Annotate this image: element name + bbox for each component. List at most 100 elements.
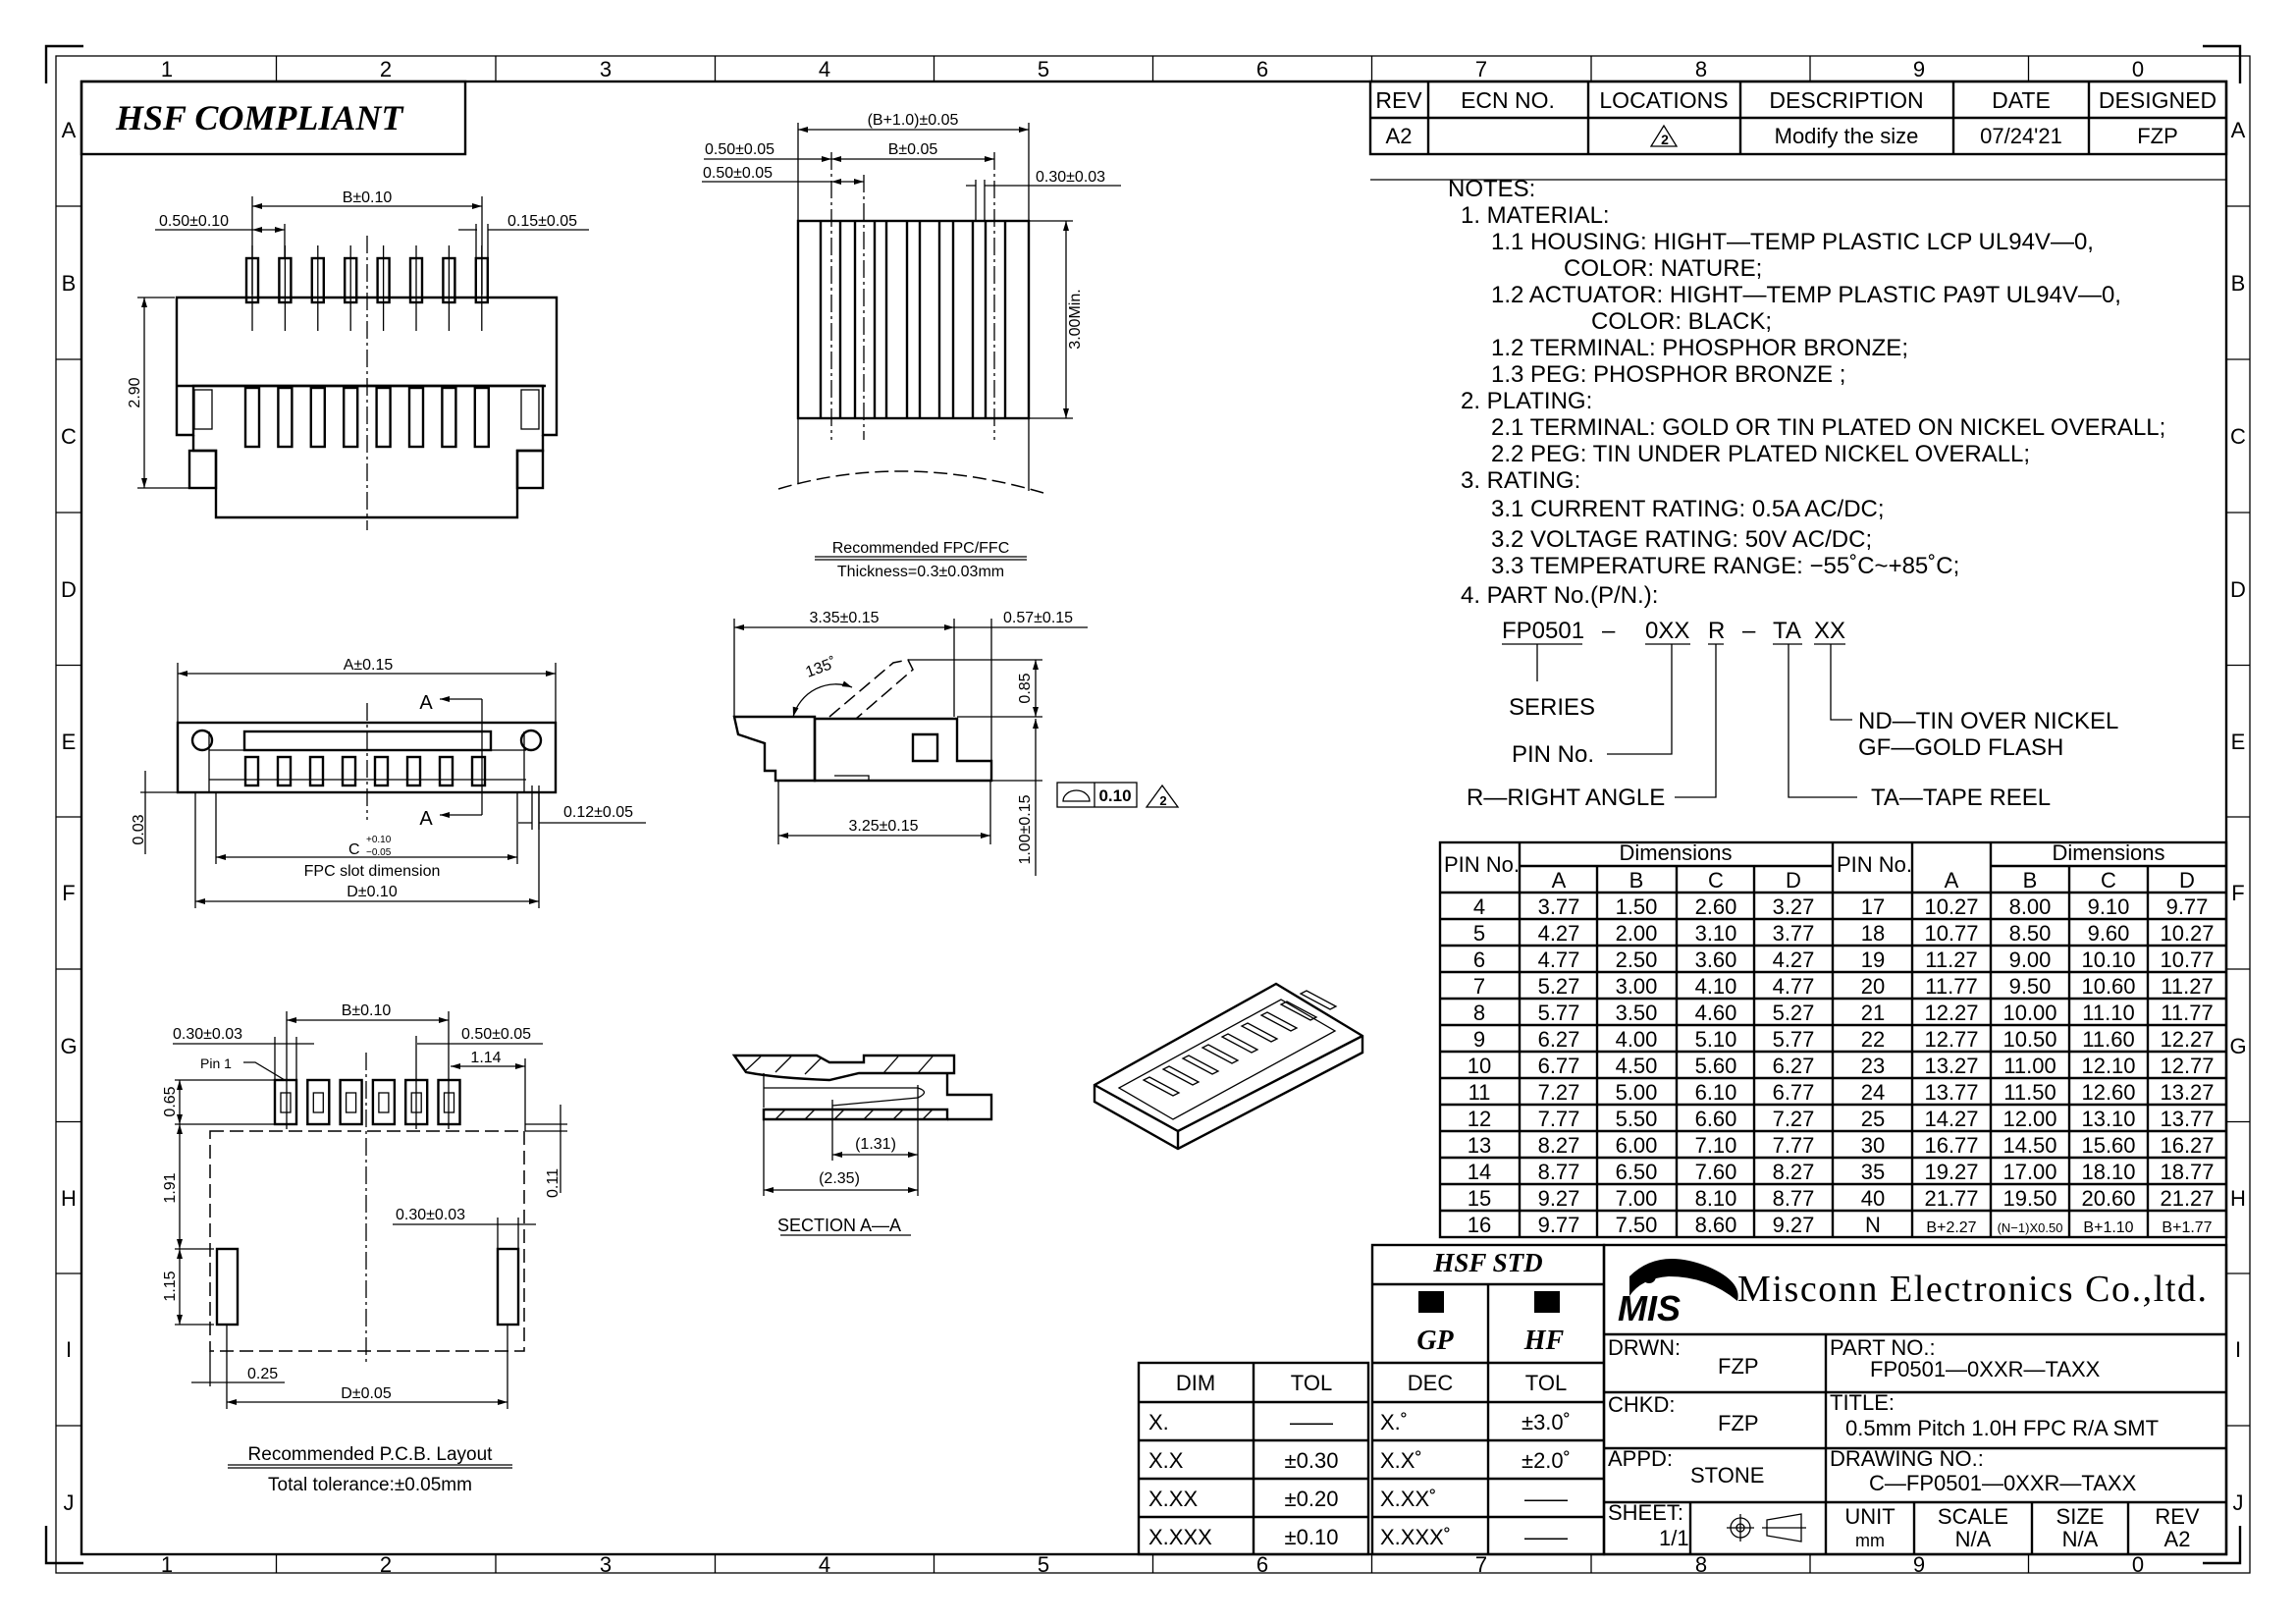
dec-cell: X.XX˚ (1380, 1487, 1436, 1511)
dec-cell: X.˚ (1380, 1410, 1408, 1435)
date-value: 07/24'21 (1980, 124, 2062, 148)
fpc-drawing: (B+1.0)±0.05 0.50±0.05 B±0.05 0.50±0.05 … (702, 112, 1121, 580)
iso-terminal (1299, 990, 1338, 1010)
side-height-dim: 1.00±0.15 (1017, 794, 1034, 864)
section-d2-dim: (2.35) (819, 1170, 860, 1187)
table-cell: 7.50 (1616, 1213, 1658, 1237)
profile-icon (1062, 789, 1091, 802)
note-1-2-color: COLOR: BLACK; (1591, 308, 1772, 335)
table-cell: B+1.10 (2083, 1219, 2133, 1236)
pcb-pad-inner (312, 1092, 324, 1113)
table-cell: 7.00 (1616, 1186, 1658, 1211)
top-b-dim: B±0.10 (343, 189, 393, 206)
dec-header: DEC (1408, 1371, 1454, 1395)
table-cell: 8.77 (1773, 1186, 1815, 1211)
sheet-value: 1/1 (1659, 1526, 1689, 1550)
table-cell: 11.77 (2161, 1001, 2213, 1025)
part-no-label: PART NO.: (1830, 1335, 1936, 1360)
note-4: 4. PART No.(P/N.): (1461, 582, 1658, 609)
scale-label: SCALE (1938, 1504, 2008, 1529)
column-header-right: B (2023, 868, 2038, 893)
table-cell: 10 (1468, 1054, 1491, 1078)
table-cell: 10.77 (1924, 921, 1978, 946)
fpc-caption: Recommended FPC/FFC (832, 540, 1010, 557)
column-label-top: 1 (161, 57, 173, 81)
table-cell: 3.77 (1538, 894, 1580, 919)
table-cell: 6.00 (1616, 1133, 1658, 1158)
table-cell: 7 (1473, 974, 1485, 999)
table-cell: 12.77 (1924, 1027, 1978, 1052)
company-logo: MIS (1618, 1259, 1738, 1328)
iso-terminal (1279, 1001, 1318, 1021)
column-header-left: C (1708, 868, 1724, 893)
tol-cell: ±0.10 (1285, 1525, 1339, 1549)
tol-header: TOL (1291, 1371, 1332, 1395)
iso-terminal (1142, 1076, 1181, 1097)
row-label-right: F (2231, 881, 2244, 905)
revision-triangle-icon (1145, 784, 1180, 808)
pn-dash-2: – (1742, 618, 1756, 644)
side-depth-dim: 3.35±0.15 (809, 610, 879, 626)
table-cell: 17.00 (2002, 1160, 2056, 1184)
table-cell: 18 (1861, 921, 1885, 946)
table-cell: B+1.77 (2162, 1219, 2212, 1236)
table-cell: 10.10 (2081, 947, 2135, 972)
table-cell: 12.10 (2081, 1054, 2135, 1078)
note-2: 2. PLATING: (1461, 388, 1592, 414)
dim-cell: X.X (1148, 1448, 1184, 1473)
scale-value: N/A (1955, 1527, 1992, 1551)
dimensions-header-right: Dimensions (2053, 840, 2165, 865)
column-header-right: D (2179, 868, 2195, 893)
table-cell: 4 (1473, 894, 1485, 919)
column-label-top: 7 (1475, 57, 1487, 81)
front-c-minus-tol: −0.05 (366, 847, 392, 858)
column-label-top: 0 (2132, 57, 2144, 81)
side-body-dim: 3.25±0.15 (848, 818, 918, 835)
table-cell: 21.27 (2160, 1186, 2214, 1211)
dimensions-header-left: Dimensions (1620, 840, 1733, 865)
row-label-right: J (2233, 1490, 2244, 1515)
dec-cell: X.XXX˚ (1380, 1525, 1451, 1549)
notes-title: NOTES: (1448, 176, 1535, 202)
table-cell: 5.27 (1773, 1001, 1815, 1025)
size-label: SIZE (2056, 1504, 2105, 1529)
drawn-label: DRWN: (1608, 1335, 1681, 1360)
drawn-value: FZP (1718, 1354, 1759, 1379)
column-label-bottom: 5 (1038, 1552, 1049, 1577)
note-3-1: 3.1 CURRENT RATING: 0.5A AC/DC; (1491, 496, 1885, 522)
table-cell: 8.27 (1773, 1160, 1815, 1184)
pcb-pad (371, 1078, 397, 1126)
table-cell: 17 (1861, 894, 1885, 919)
company-name: Misconn Electronics Co.,ltd. (1737, 1269, 2207, 1310)
fpc-conductor-dim: 0.30±0.03 (1036, 169, 1105, 186)
table-cell: 35 (1861, 1160, 1885, 1184)
section-mark-bottom: A (419, 808, 433, 830)
table-cell: 5.60 (1695, 1054, 1737, 1078)
table-cell: 9.27 (1773, 1213, 1815, 1237)
fpc-edge-dim: 0.50±0.05 (705, 141, 774, 158)
column-header-right: C (2101, 868, 2116, 893)
dim-cell: X. (1148, 1410, 1169, 1435)
table-cell: 13.77 (1924, 1080, 1978, 1105)
row-label-right: H (2230, 1186, 2246, 1211)
table-cell: 10.27 (2160, 921, 2214, 946)
pcb-pad (306, 1078, 331, 1126)
column-header-left: A (1552, 868, 1567, 893)
table-cell: 9 (1473, 1027, 1485, 1052)
table-cell: 3.10 (1695, 921, 1737, 946)
row-label-left: H (61, 1186, 77, 1211)
table-cell: 3.77 (1773, 921, 1815, 946)
table-cell: 7.77 (1538, 1107, 1580, 1131)
table-cell: 8.00 (2009, 894, 2052, 919)
table-cell: 3.00 (1616, 974, 1658, 999)
table-cell: (N−1)X0.50 (1998, 1220, 2063, 1235)
row-label-right: G (2229, 1034, 2246, 1058)
fpc-b-dim: B±0.05 (888, 141, 938, 158)
table-cell: 4.27 (1773, 947, 1815, 972)
table-cell: 8.10 (1695, 1186, 1737, 1211)
